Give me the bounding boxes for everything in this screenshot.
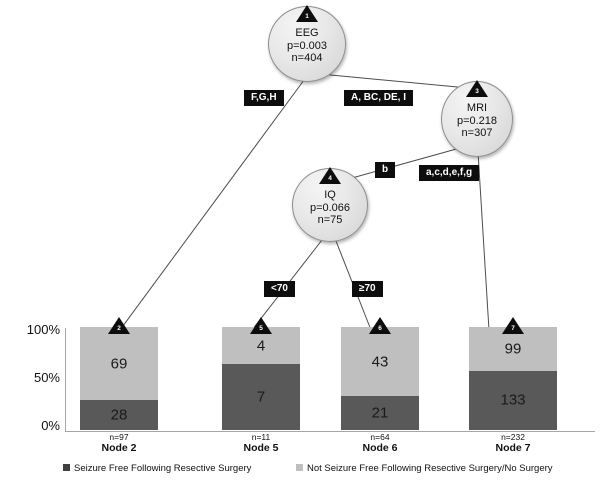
bar-node-6-value-dark: 21 [371,404,389,422]
bar-node-6-caption: n=64 Node 6 [317,430,443,454]
bar-node-6-value-light: 43 [371,353,389,371]
stacked-bar-chart: 69 28 n=97 Node 2 2 4 7 n=11 Node 5 [0,317,600,454]
y-axis-line [65,328,66,432]
bar-node-6-count: n=64 [370,432,390,442]
bar-node-5[interactable]: 4 7 n=11 Node 5 [222,327,300,454]
bar-node-7-count: n=232 [501,432,525,442]
edge-label-gte70: ≥70 [352,281,383,297]
bar-node-5-value-light: 4 [256,337,266,355]
bar-node-6-segment-not-seizure-free: 43 [341,327,419,397]
node-number-6: 6 [378,325,382,332]
node-eeg-count: n=404 [291,52,323,64]
node-eeg-label: EEG [295,27,319,39]
bar-node-7-segment-not-seizure-free: 99 [469,327,557,371]
node-number-3: 3 [475,88,479,95]
chart-legend: Seizure Free Following Resective Surgery… [0,459,600,479]
node-iq-pvalue: p=0.066 [309,201,351,214]
bar-node-6[interactable]: 43 21 n=64 Node 6 [341,327,419,454]
bar-node-5-caption: n=11 Node 5 [198,430,324,454]
bar-node-7-name: Node 7 [495,442,531,454]
legend-item-seizure-free: Seizure Free Following Resective Surgery [63,463,251,475]
tree-node-mri[interactable]: MRI p=0.218 n=307 [441,81,513,157]
node-number-5: 5 [259,325,263,332]
node-number-1: 1 [305,13,309,20]
edge-label-fgh: F,G,H [244,90,284,106]
node-number-2: 2 [117,325,121,332]
bar-node-7-value-light: 99 [504,340,522,358]
bar-node-2-segment-not-seizure-free: 69 [80,327,158,401]
legend-item-not-seizure-free: Not Seizure Free Following Resective Sur… [296,463,553,475]
bar-node-2-value-dark: 28 [110,406,128,424]
bar-node-5-value-dark: 7 [256,388,266,406]
bar-node-6-name: Node 6 [362,442,398,454]
node-iq-label: IQ [324,189,336,201]
y-tick-100: 100% [26,322,60,337]
legend-label-not-seizure-free: Not Seizure Free Following Resective Sur… [307,463,553,474]
bar-node-2-count: n=97 [109,432,129,442]
bar-node-5-name: Node 5 [243,442,279,454]
node-mri-label: MRI [466,102,488,114]
legend-swatch-not-seizure-free [296,464,303,471]
y-tick-0: 0% [41,418,60,433]
bar-node-2[interactable]: 69 28 n=97 Node 2 [80,327,158,454]
tree-node-iq[interactable]: IQ p=0.066 n=75 [292,168,368,242]
node-number-4: 4 [328,175,332,182]
bar-node-6-segment-seizure-free: 21 [341,396,419,430]
tree-node-eeg[interactable]: EEG p=0.003 n=404 [268,6,346,82]
edge-label-acdefg: a,c,d,e,f,g [419,165,480,181]
node-iq-count: n=75 [317,214,343,226]
node-mri-pvalue: p=0.218 [456,114,498,127]
bar-node-2-caption: n=97 Node 2 [56,430,182,454]
bar-node-5-count: n=11 [251,432,271,442]
node-eeg-pvalue: p=0.003 [286,39,328,52]
bar-node-7-caption: n=232 Node 7 [445,430,581,454]
bar-node-2-segment-seizure-free: 28 [80,400,158,430]
bar-node-2-value-light: 69 [110,355,128,373]
edge-label-lt70: <70 [264,281,295,297]
bar-node-7-segment-seizure-free: 133 [469,370,557,430]
bar-node-2-name: Node 2 [101,442,137,454]
chart-y-axis: 100% 50% 0% [8,322,60,433]
legend-label-seizure-free: Seizure Free Following Resective Surgery [74,463,252,474]
bar-node-7[interactable]: 99 133 n=232 Node 7 [469,327,557,454]
bar-node-5-segment-seizure-free: 7 [222,364,300,430]
edge-label-abcdei: A, BC, DE, I [344,90,414,106]
edge-label-b: b [375,162,396,178]
node-mri-count: n=307 [461,127,493,139]
legend-swatch-seizure-free [63,464,70,471]
x-axis-line [65,431,595,432]
y-tick-50: 50% [33,370,60,385]
bar-node-7-value-dark: 133 [500,391,526,409]
node-number-7: 7 [511,325,515,332]
